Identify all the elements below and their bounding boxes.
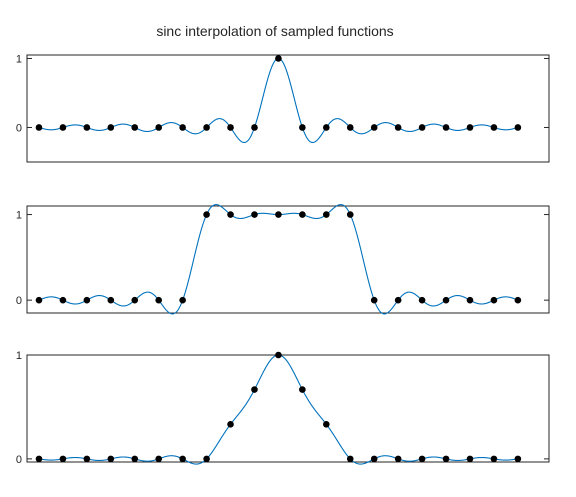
sample-point xyxy=(35,296,43,304)
sample-point xyxy=(299,124,306,131)
sample-point xyxy=(299,386,306,393)
sample-point xyxy=(35,124,43,131)
sample-point xyxy=(179,296,186,304)
sample-point xyxy=(514,455,522,463)
sample-point xyxy=(251,386,258,393)
sample-point xyxy=(227,420,234,428)
sample-point xyxy=(155,455,162,463)
sample-point xyxy=(490,124,498,131)
sample-point xyxy=(275,55,282,62)
sample-point xyxy=(83,124,91,131)
sample-point xyxy=(466,124,474,131)
sample-point xyxy=(323,124,330,131)
sample-point xyxy=(155,124,162,131)
sample-point xyxy=(442,124,450,131)
sample-point xyxy=(107,124,115,131)
y-tick-label: 0 xyxy=(16,454,22,466)
figure-title: sinc interpolation of sampled functions xyxy=(156,23,393,39)
sample-point xyxy=(275,351,282,359)
sample-point xyxy=(346,124,354,131)
sample-point xyxy=(442,296,450,304)
sample-point xyxy=(251,124,258,131)
axes-box xyxy=(26,354,550,463)
y-tick-label: 1 xyxy=(16,210,22,222)
sample-point xyxy=(370,296,378,304)
sample-point xyxy=(227,211,234,218)
sample-point xyxy=(179,124,186,131)
sample-point xyxy=(59,455,67,463)
sample-point xyxy=(418,455,426,463)
sample-point xyxy=(179,455,186,463)
sample-point xyxy=(514,124,522,131)
sample-point xyxy=(299,211,306,218)
sample-point xyxy=(442,455,450,463)
panel-rectangle: 01 xyxy=(16,204,550,315)
sample-point xyxy=(370,455,378,463)
panel-triangle: 01 xyxy=(16,350,550,466)
sample-point xyxy=(155,296,162,304)
sample-point xyxy=(418,296,426,304)
y-tick-label: 0 xyxy=(16,295,22,307)
sample-point xyxy=(107,296,115,304)
sample-point xyxy=(107,455,115,463)
sample-point xyxy=(466,455,474,463)
sample-point xyxy=(323,420,330,428)
panel-impulse: 01 xyxy=(16,53,550,163)
sample-point xyxy=(203,124,210,131)
y-tick-label: 0 xyxy=(16,122,22,134)
sample-point xyxy=(35,455,43,463)
sample-point xyxy=(370,124,378,131)
sample-point xyxy=(466,296,474,304)
sample-point xyxy=(394,455,402,463)
y-tick-label: 1 xyxy=(16,53,22,65)
sample-point xyxy=(131,296,139,304)
sample-point xyxy=(394,296,402,304)
sample-point xyxy=(251,211,258,218)
sample-point xyxy=(275,211,282,218)
sample-point xyxy=(394,124,402,131)
sample-point xyxy=(203,211,210,218)
sample-point xyxy=(346,455,354,463)
sample-point xyxy=(131,124,139,131)
axes-box xyxy=(26,205,550,314)
sample-point xyxy=(323,211,330,218)
sample-point xyxy=(490,455,498,463)
sample-point xyxy=(418,124,426,131)
sample-point xyxy=(83,296,91,304)
sample-point xyxy=(203,455,210,463)
sample-point xyxy=(490,296,498,304)
sample-point xyxy=(131,455,139,463)
sample-point xyxy=(59,124,67,131)
sample-point xyxy=(83,455,91,463)
sample-point xyxy=(227,124,234,131)
sample-point xyxy=(514,296,522,304)
y-tick-label: 1 xyxy=(16,350,22,362)
axes-box xyxy=(26,54,550,163)
sample-point xyxy=(59,296,67,304)
sample-point xyxy=(346,211,354,218)
